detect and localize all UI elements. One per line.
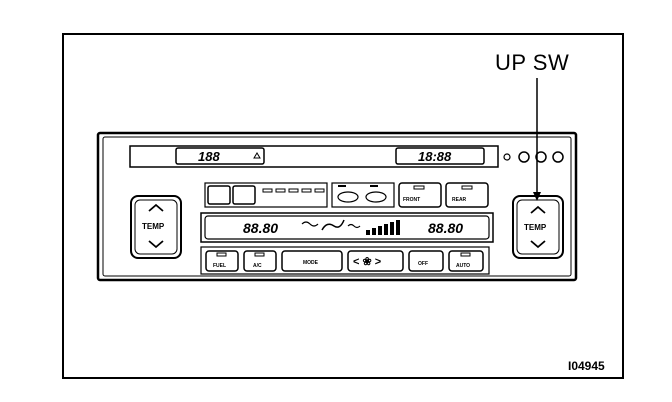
fan-bar-2 [372,228,376,235]
figure-frame [62,33,624,379]
right-temp-switch [512,195,564,259]
front-defrost-label: FRONT [403,197,420,203]
indicator-dot [503,153,511,161]
level-bar-2 [275,188,286,193]
left-temp-label: TEMP [142,222,165,231]
rear-defrost-label: REAR [452,197,467,203]
led-1 [338,185,346,187]
front-led [413,185,425,190]
ac-led [254,252,265,257]
fresh-air-icon [337,191,359,203]
figure-id: I04945 [568,359,605,373]
square-button-2 [232,185,256,205]
right-temp-down-icon [530,240,546,249]
off-button-label: OFF [418,261,428,267]
mode-button-label: MODE [303,260,319,266]
fan-speed-button [347,250,404,272]
up-sw-callout-label: UP SW [495,50,570,75]
top-left-display-text: 188 [198,149,220,164]
top-right-display-text: 18:88 [418,149,452,164]
left-temp-switch-inner [134,199,178,255]
level-bar-1 [262,188,273,193]
level-bar-5 [314,188,325,193]
fan-bar-3 [378,226,382,235]
right-temp-up-icon [530,205,546,214]
auto-button-label: AUTO [456,263,470,269]
bottom-button-row [200,246,490,275]
top-left-display [175,147,265,165]
top-right-display [395,147,485,165]
airflow-icon-2 [347,223,361,229]
rear-led [461,185,473,190]
right-temp-readout: 88.80 [428,220,463,236]
upper-left-group [204,182,328,208]
left-temp-switch [130,195,182,259]
ac-button [243,250,277,272]
main-display-inner [204,215,490,240]
fuel-button [205,250,239,272]
fuel-button-label: FUEL [213,263,226,269]
off-button [408,250,444,272]
auto-button [448,250,484,272]
fan-speed-label: < ❀ > [353,256,381,268]
fan-bar-1 [366,230,370,235]
front-defrost-button [398,182,442,208]
triangle-indicator [253,152,261,159]
fuel-led [216,252,227,257]
round-button-3 [552,151,564,163]
ac-button-label: A/C [253,263,262,269]
round-button-1 [518,151,530,163]
top-display-strip [129,145,499,168]
led-2 [370,185,378,187]
fan-bar-5 [390,222,394,235]
recirc-button-group [331,182,395,208]
fan-bar-6 [396,220,400,235]
panel-bezel-inner [102,136,572,277]
auto-led [460,252,471,257]
airflow-icon-1 [301,221,319,227]
level-bar-4 [301,188,312,193]
square-button-1 [207,185,231,205]
level-bar-3 [288,188,299,193]
right-temp-label: TEMP [524,223,547,232]
occupant-icon [321,219,345,231]
main-display-outer [200,212,494,243]
fan-bar-4 [384,224,388,235]
rear-defrost-button [445,182,489,208]
recirc-air-icon [365,191,387,203]
left-temp-up-icon [148,203,164,212]
panel-bezel-outer [96,131,578,282]
left-temp-down-icon [148,240,164,249]
left-temp-readout: 88.80 [243,220,278,236]
right-temp-switch-inner [516,199,560,255]
mode-button [281,250,343,272]
round-button-2 [535,151,547,163]
